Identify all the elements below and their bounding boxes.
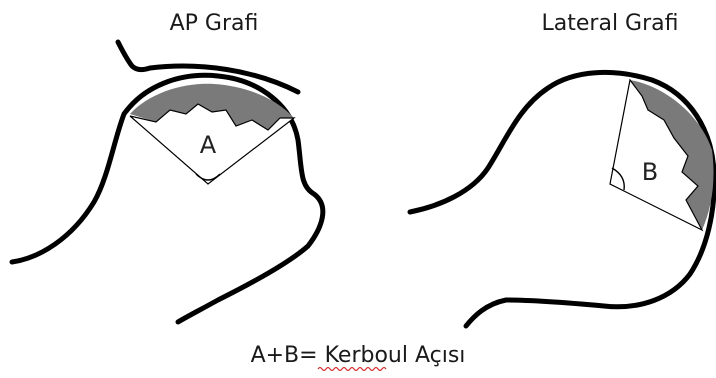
kerboul-formula: A+B= Kerboul Açısı bbox=[251, 343, 466, 368]
ap-view-title: AP Grafi bbox=[170, 11, 259, 36]
formula-prefix: A+B= bbox=[251, 343, 325, 368]
ap-view: AP Grafi A bbox=[12, 11, 323, 322]
lateral-view: Lateral Grafi B bbox=[410, 11, 714, 326]
spellcheck-underline bbox=[318, 368, 386, 371]
lateral-view-title: Lateral Grafi bbox=[542, 11, 679, 36]
angle-b-label: B bbox=[642, 158, 658, 186]
formula-term: Kerboul bbox=[325, 343, 408, 368]
angle-a-label: A bbox=[200, 131, 217, 159]
formula-suffix: Açısı bbox=[408, 343, 465, 368]
